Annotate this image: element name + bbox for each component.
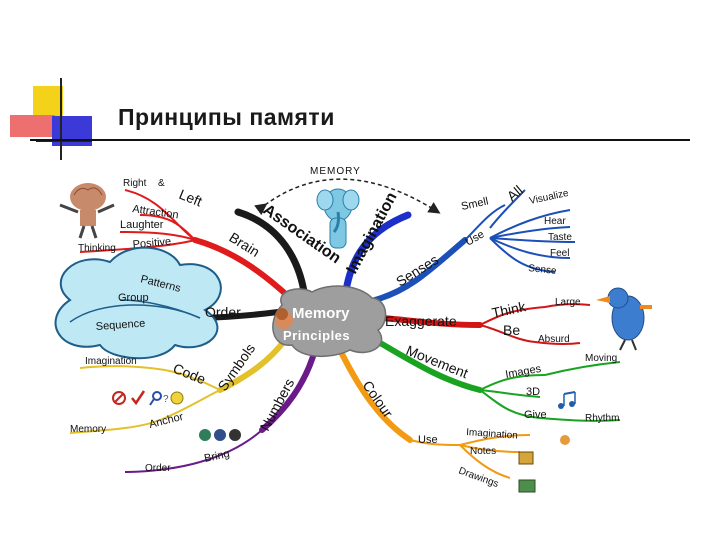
symbols-memory: Memory xyxy=(70,424,106,435)
movement-moving: Moving xyxy=(585,353,617,364)
branch-colour xyxy=(337,347,413,443)
branch-label-senses: Senses xyxy=(393,251,441,289)
branch-movement xyxy=(372,337,483,393)
branch-label-symbols: Symbols xyxy=(214,341,258,394)
corner-vertical-line xyxy=(60,78,62,160)
colour-use: Use xyxy=(418,434,438,446)
corner-horizontal-line xyxy=(36,140,92,142)
svg-text:?: ? xyxy=(163,394,169,405)
numbers-subbranches xyxy=(124,429,263,473)
numbers-order: Order xyxy=(145,463,171,474)
exaggerate-subbranches xyxy=(479,303,591,346)
center-node xyxy=(272,285,387,358)
elephant-icon xyxy=(316,188,360,249)
order-cloud xyxy=(54,246,222,360)
branch-label-numbers: Numbers xyxy=(257,376,298,434)
exaggerate-be: Be xyxy=(503,322,520,338)
colour-subbranches xyxy=(409,434,531,479)
senses-item-hear: Hear xyxy=(544,216,566,227)
senses-all: All xyxy=(504,182,526,204)
exaggerate-absurd: Absurd xyxy=(538,334,570,345)
branch-numbers xyxy=(259,347,318,433)
colour-item-imagination: Imagination xyxy=(466,427,518,442)
branch-brain xyxy=(192,237,293,301)
branch-label-order: Order xyxy=(205,304,241,320)
senses-subbranches xyxy=(464,189,576,273)
corner-square-yellow xyxy=(33,86,63,116)
corner-square-red xyxy=(10,115,55,137)
movement-rhythm: Rhythm xyxy=(585,413,619,424)
symbols-anchor: Anchor xyxy=(148,411,185,431)
branch-exaggerate xyxy=(379,315,483,328)
memory-arc xyxy=(254,178,441,216)
brain-item-thinking: Thinking xyxy=(78,243,116,254)
center-label-line2: Principles xyxy=(283,328,350,343)
senses-smell: Smell xyxy=(460,195,489,212)
colour-item-drawings: Drawings xyxy=(457,465,500,490)
numbers-bring: Bring xyxy=(203,448,231,465)
brain-item-right: Right xyxy=(123,178,147,189)
senses-item-taste: Taste xyxy=(548,232,572,243)
branch-symbols xyxy=(217,337,288,393)
order-item-sequence: Sequence xyxy=(95,318,145,333)
senses-item-sense: Sense xyxy=(528,263,558,277)
senses-item-visualize: Visualize xyxy=(528,188,570,207)
order-item-group: Group xyxy=(118,292,149,304)
colour-icons xyxy=(518,435,570,493)
symbols-code: Code xyxy=(171,360,208,387)
movement-give: Give xyxy=(524,409,547,421)
exaggerate-think: Think xyxy=(490,298,528,321)
branch-imagination xyxy=(341,211,412,302)
brain-item-left: Left xyxy=(177,186,205,210)
movement-3d: 3D xyxy=(526,386,540,398)
movement-subbranches xyxy=(479,361,621,422)
branch-association xyxy=(234,208,309,302)
senses-use: Use xyxy=(464,228,487,248)
brain-item-and: & xyxy=(158,178,165,189)
brain-item-laughter: Laughter xyxy=(120,219,164,231)
exaggerate-large: Large xyxy=(555,297,581,308)
branch-label-exaggerate: Exaggerate xyxy=(385,313,457,329)
movement-images: Images xyxy=(504,363,542,381)
numbers-icons xyxy=(199,429,241,441)
brain-subbranches xyxy=(79,189,196,253)
symbols-imagination: Imagination xyxy=(85,356,137,367)
memory-arc-label: MEMORY xyxy=(310,166,361,177)
branch-senses xyxy=(372,237,468,303)
slide-title: Принципы памяти xyxy=(118,104,335,130)
symbols-icons: ? xyxy=(112,390,184,406)
title-rule xyxy=(30,139,690,141)
center-label-line1: Memory xyxy=(292,305,350,322)
senses-item-feel: Feel xyxy=(550,248,569,259)
toucan-icon xyxy=(596,287,652,351)
colour-item-notes: Notes xyxy=(470,446,496,457)
brain-character-icon xyxy=(59,183,115,239)
symbols-subbranches xyxy=(69,365,221,434)
music-notes-icon xyxy=(558,391,576,409)
